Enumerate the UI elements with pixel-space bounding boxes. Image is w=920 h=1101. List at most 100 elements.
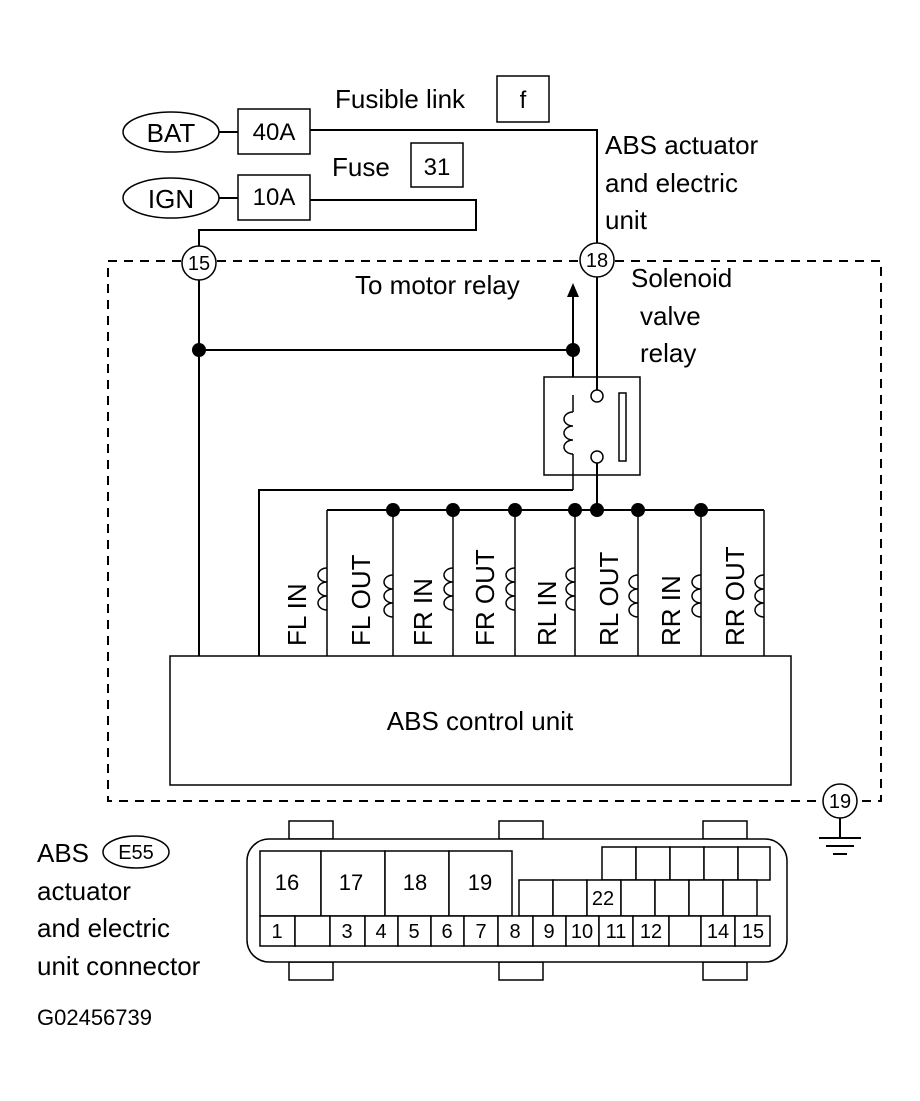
terminal-19-label: 19 (829, 791, 851, 813)
connector-label-line4: unit connector (37, 951, 201, 981)
pin-label: 6 (441, 921, 452, 943)
connector-pin (294, 915, 331, 947)
connector-label-line1: ABS (37, 838, 89, 868)
fuse-10a-box (237, 174, 311, 221)
fuse-31-id: 31 (424, 154, 451, 181)
ign-label: IGN (148, 184, 194, 214)
abs-control-unit-label: ABS control unit (387, 706, 574, 736)
fuse-40a-label: 40A (253, 119, 296, 146)
solenoid-label: RL OUT (594, 552, 624, 646)
connector-pin (329, 915, 366, 947)
pin-label: 11 (606, 921, 627, 943)
connector-pin (518, 879, 554, 917)
pin-label: 12 (640, 921, 662, 943)
solenoid-coil-icon (691, 574, 702, 618)
pin-label: 14 (707, 921, 729, 943)
connector-pin (700, 915, 736, 947)
connector-tab (288, 820, 334, 840)
pin-label: 16 (275, 870, 299, 895)
connector-pin (497, 915, 534, 947)
pin-label: 17 (339, 870, 363, 895)
junction-dot (590, 503, 604, 517)
connector-tab (702, 961, 748, 981)
abs-control-unit-box (169, 655, 792, 786)
connector-pin (668, 915, 702, 947)
pin-label: 9 (543, 921, 554, 943)
connector-pin (669, 846, 705, 881)
relay-contact-icon (590, 389, 604, 403)
solenoid-coil-icon (754, 574, 765, 618)
pin-label: 18 (403, 870, 427, 895)
fuse-label: Fuse (332, 152, 390, 182)
connector-tab (498, 820, 544, 840)
pin-label: 5 (408, 921, 419, 943)
fuse-40a-box (237, 108, 311, 155)
connector-pin (565, 915, 600, 947)
connector-pin (734, 915, 771, 947)
solenoid-coil-icon (505, 567, 516, 611)
unit-title-line3: unit (605, 205, 648, 235)
enclosure-boundary-right (615, 260, 882, 802)
connector-pin (586, 879, 622, 917)
solenoid-rl-out (628, 510, 639, 656)
connector-pin (620, 879, 656, 917)
relay-armature-icon (618, 392, 627, 462)
connector-tab (498, 961, 544, 981)
pin-label: 10 (571, 921, 593, 943)
solenoid-label: FL IN (282, 583, 312, 646)
connector-pin (737, 846, 771, 881)
solenoid-coil-icon (383, 574, 394, 618)
solenoid-label: FL OUT (346, 554, 376, 646)
connector-pin (703, 846, 739, 881)
solenoid-coil-icon (565, 567, 576, 611)
connector-id: E55 (118, 842, 154, 864)
solenoid-fl-out (383, 510, 394, 656)
unit-title-line1: ABS actuator (605, 130, 759, 160)
pin-label: 4 (375, 921, 386, 943)
relay-coil-return-wire (258, 489, 573, 656)
connector-tab (702, 820, 748, 840)
fusible-link-id: f (520, 87, 527, 114)
solenoid-coil-icon (443, 567, 454, 611)
solenoid-label: RR OUT (720, 546, 750, 646)
connector-bottom-row (259, 915, 771, 947)
fuse-31-box (410, 142, 464, 188)
connector-label-line2: actuator (37, 876, 131, 906)
pin-label: 15 (742, 921, 764, 943)
connector-pin (448, 850, 513, 917)
solenoid-label-line1: Solenoid (631, 263, 732, 293)
to-motor-relay-label: To motor relay (355, 270, 520, 300)
terminal-18-label: 18 (586, 250, 608, 272)
relay-contact-icon (590, 450, 604, 464)
pin-label: 8 (509, 921, 520, 943)
connector-pin (635, 846, 671, 881)
connector-pin (259, 850, 322, 917)
junction-dot (192, 343, 206, 357)
pin-label: 1 (271, 921, 282, 943)
bat-label: BAT (147, 118, 196, 148)
solenoid-rl-in (565, 510, 576, 656)
connector-pin (259, 915, 296, 947)
relay-coil-icon (563, 411, 574, 455)
terminal-15-label: 15 (188, 253, 210, 275)
unit-title-line2: and electric (605, 168, 738, 198)
connector-pin (601, 846, 637, 881)
solenoid-fr-in (443, 510, 454, 656)
solenoid-rr-out (754, 510, 765, 656)
connector-pin (688, 879, 724, 917)
solenoid-label: RR IN (656, 575, 686, 646)
fusible-link-label: Fusible link (335, 84, 466, 114)
connector-pin (397, 915, 432, 947)
arrow-up-icon (567, 283, 579, 297)
enclosure-boundary-left (107, 260, 822, 802)
solenoid-fr-out (505, 510, 516, 656)
solenoid-coil-icon (628, 574, 639, 618)
solenoid-label: RL IN (532, 581, 562, 647)
bat-feed-wire (310, 129, 598, 246)
ign-feed-wire (198, 199, 477, 246)
fusible-link-box (496, 75, 550, 123)
solenoid-label: FR IN (408, 578, 438, 646)
connector-pin (532, 915, 567, 947)
figure-id: G02456739 (37, 1005, 152, 1030)
